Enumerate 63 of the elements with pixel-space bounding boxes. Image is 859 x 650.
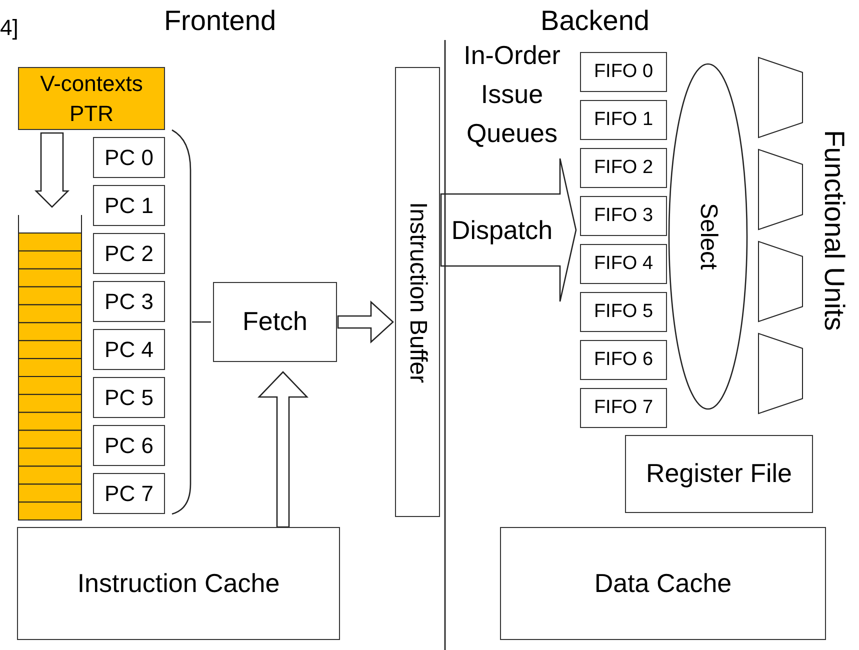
fifo-queue-box [580, 244, 667, 284]
functional-unit-shape [758, 57, 803, 138]
fetch-box [213, 282, 337, 362]
queue-caption: In-Order Issue Queues [462, 38, 562, 150]
functional-unit-shape [758, 241, 803, 322]
box-label: FIFO 0 [592, 60, 654, 84]
pc-register-box [93, 185, 165, 226]
box-label: PC 4 [104, 336, 154, 364]
connector-line [192, 321, 211, 323]
pc-register-box [93, 281, 165, 322]
pc-register-box [93, 377, 165, 418]
unit-caption: Functional Units [818, 128, 851, 332]
pc-register-box [93, 425, 165, 466]
block-arrow [337, 300, 394, 344]
block-arrow [34, 132, 70, 208]
box-label: PC 7 [104, 480, 154, 508]
box-label: Fetch [241, 305, 309, 338]
box-label: Select [694, 203, 724, 270]
box-label: FIFO 2 [592, 156, 654, 180]
pc-register-box [93, 329, 165, 370]
box-label: PC 0 [104, 144, 154, 172]
fifo-queue-box [580, 340, 667, 380]
fifo-queue-box [580, 100, 667, 140]
section-heading: Frontend [162, 4, 278, 38]
curly-brace [172, 130, 191, 514]
pc-register-box [93, 137, 165, 178]
box-label: FIFO 7 [592, 396, 654, 420]
box-label: Instruction Buffer [404, 202, 433, 382]
box-label: FIFO 4 [592, 252, 654, 276]
instruction-buffer-box [395, 67, 440, 517]
register-stack [18, 215, 82, 520]
pc-register-box [93, 473, 165, 514]
fifo-queue-box [580, 292, 667, 332]
box-label: V-contexts PTR [39, 70, 144, 128]
section-heading: Backend [540, 4, 650, 38]
register-file-box [625, 435, 813, 513]
fifo-queue-box [580, 148, 667, 188]
box-label: PC 1 [104, 192, 154, 220]
box-label: PC 3 [104, 288, 154, 316]
fifo-queue-box [580, 196, 667, 236]
pc-register-box [93, 233, 165, 274]
citation-fragment: 4] [0, 14, 18, 42]
box-label: FIFO 6 [592, 348, 654, 372]
cache-box [17, 527, 340, 640]
select-ellipse [668, 63, 748, 410]
box-label: PC 5 [104, 384, 154, 412]
box-label: FIFO 1 [592, 108, 654, 132]
box-label: Register File [645, 457, 793, 490]
box-label: FIFO 3 [592, 204, 654, 228]
functional-unit-shape [758, 333, 803, 414]
edge-label: Dispatch [450, 214, 554, 246]
box-label: FIFO 5 [592, 300, 654, 324]
box-label: PC 6 [104, 432, 154, 460]
block-arrow [440, 158, 577, 302]
fifo-queue-box [580, 52, 667, 92]
block-arrow [257, 371, 309, 528]
cache-box [500, 527, 826, 640]
fifo-queue-box [580, 388, 667, 428]
box-label: Instruction Cache [76, 566, 281, 600]
box-label: Data Cache [593, 566, 733, 600]
box-label: PC 2 [104, 240, 154, 268]
functional-unit-shape [758, 149, 803, 230]
pointer-box [18, 67, 165, 130]
